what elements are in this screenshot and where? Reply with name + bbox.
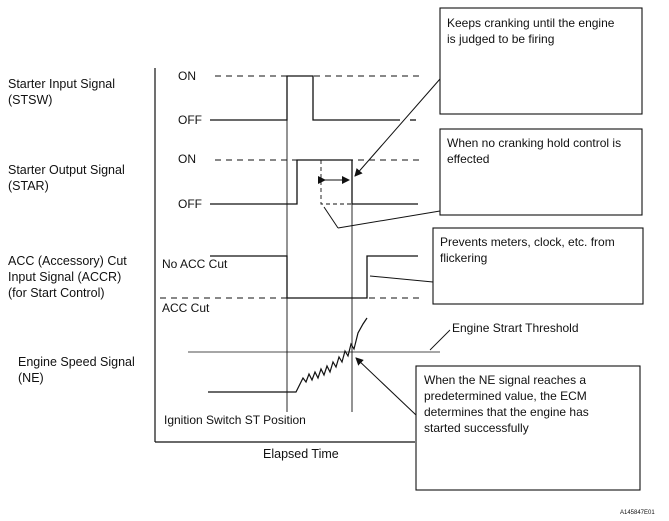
accr-high-label: No ACC Cut: [162, 257, 228, 271]
figure-code: A145847E01: [620, 510, 655, 516]
ignition-label: Ignition Switch ST Position: [164, 413, 306, 427]
callout-meters-line2: flickering: [440, 251, 487, 265]
stsw-name: Starter Input Signal: [8, 77, 115, 91]
callout-ne-line2: predetermined value, the ECM: [424, 389, 587, 403]
ne-waveform: [188, 317, 440, 393]
callout-ne-leader: [355, 357, 417, 416]
star-no-hold-dashed: [320, 160, 352, 205]
ne-code: (NE): [18, 371, 44, 385]
callout-cranking: Keeps cranking until the engine is judge…: [354, 7, 643, 177]
callout-cranking-line1: Keeps cranking until the engine: [447, 16, 615, 30]
callout-no-hold-line2: effected: [447, 152, 489, 166]
callout-ne-signal: When the NE signal reaches a predetermin…: [355, 357, 641, 491]
star-off-label: OFF: [178, 197, 202, 211]
accr-signal: [210, 255, 418, 299]
threshold-leader: [429, 329, 451, 351]
callout-meters: Prevents meters, clock, etc. from flicke…: [369, 227, 644, 305]
threshold-label: Engine Strart Threshold: [452, 321, 579, 335]
star-waveform: [210, 159, 420, 205]
star-name: Starter Output Signal: [8, 163, 125, 177]
accr-low-label: ACC Cut: [162, 301, 210, 315]
diagram-frame: [154, 68, 415, 443]
callout-cranking-leader: [354, 78, 441, 177]
stsw-on-label: ON: [178, 69, 196, 83]
callout-meters-line1: Prevents meters, clock, etc. from: [440, 235, 615, 249]
callout-ne-line3: determines that the engine has: [424, 405, 589, 419]
callout-no-hold: When no cranking hold control is effecte…: [323, 128, 643, 229]
ne-signal: [208, 317, 368, 393]
callout-ne-line1: When the NE signal reaches a: [424, 373, 586, 387]
callout-meters-leader: [369, 275, 434, 283]
time-markers: [286, 120, 353, 412]
axis-label: Elapsed Time: [263, 447, 339, 461]
callout-ne-line4: started successfully: [424, 421, 529, 435]
callout-no-hold-leader: [337, 210, 441, 229]
star-signal: [210, 159, 418, 205]
stsw-waveform: [210, 75, 420, 121]
level-labels: ON OFF ON OFF No ACC Cut ACC Cut: [162, 69, 228, 315]
star-code: (STAR): [8, 179, 49, 193]
ne-name: Engine Speed Signal: [18, 355, 135, 369]
stsw-off-label: OFF: [178, 113, 202, 127]
accr-line1: ACC (Accessory) Cut: [8, 254, 127, 268]
accr-line3: (for Start Control): [8, 286, 105, 300]
star-on-label: ON: [178, 152, 196, 166]
accr-waveform: [160, 255, 420, 299]
signal-labels: Starter Input Signal (STSW) Starter Outp…: [8, 77, 135, 385]
callout-cranking-line2: is judged to be firing: [447, 32, 554, 46]
stsw-code: (STSW): [8, 93, 52, 107]
callout-no-hold-line1: When no cranking hold control is: [447, 136, 621, 150]
stsw-signal: [210, 75, 400, 121]
accr-line2: Input Signal (ACCR): [8, 270, 121, 284]
callout-no-hold-leader-end: [323, 206, 339, 229]
